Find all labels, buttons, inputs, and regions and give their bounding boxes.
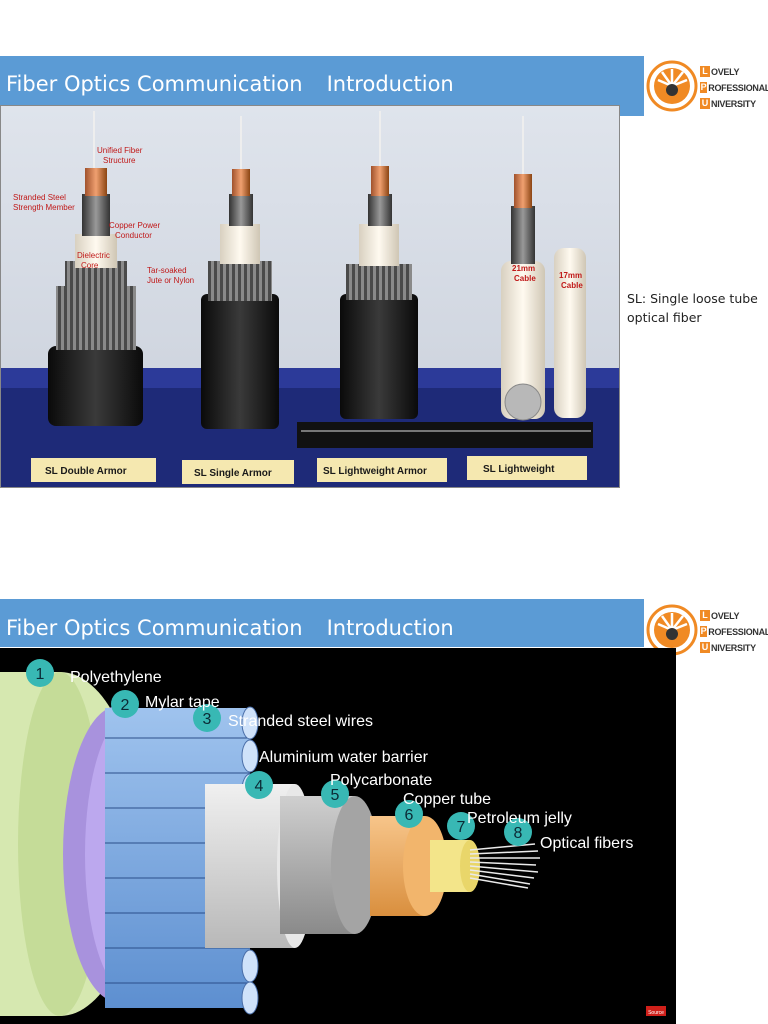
annotation-text: Structure [103,156,136,165]
annotation-text: Unified Fiber [97,146,143,155]
logo-letter: P [700,626,708,637]
logo-word: OVELY [711,66,740,77]
title-section: Introduction [326,616,454,640]
annotation-text: Core [81,261,99,270]
layer-number: 3 [203,711,212,728]
logo-word: NIVERSITY [711,98,756,109]
sl-definition-note: SL: Single loose tube optical fiber [627,291,758,325]
logo-letter: L [700,610,710,621]
logo-letter: U [700,642,710,653]
cable-size-label: 21mm [512,264,535,273]
layer-number: 6 [405,807,414,824]
title-topic: Fiber Optics Communication [6,72,303,96]
university-seal-icon [646,60,698,112]
annotation-text: Dielectric [77,251,110,260]
layer-label: Polycarbonate [330,772,432,789]
cable-samples-illustration: Unified Fiber Structure Stranded Steel S… [1,106,619,487]
slide-cable-armor: Fiber Optics Communication Introduction L… [0,56,768,488]
annotation-text: Jute or Nylon [147,276,194,285]
cable-size-label: 17mm [559,271,582,280]
layer-number: 4 [255,778,264,795]
base-label: SL Lightweight Armor [323,466,427,477]
cable-size-label: Cable [514,274,536,283]
annotation-text: Strength Member [13,203,75,212]
layer-label: Copper tube [403,791,491,808]
layer-label: Stranded steel wires [228,713,373,730]
cable-samples-photo: Unified Fiber Structure Stranded Steel S… [0,105,620,488]
base-label: SL Lightweight [483,464,555,475]
university-seal-icon [646,604,698,656]
annotation-text: Stranded Steel [13,193,66,202]
layer-number: 2 [121,697,130,714]
layer-number: 7 [457,819,466,836]
title-section: Introduction [326,72,454,96]
layer-label: Optical fibers [540,835,633,852]
logo-word: OVELY [711,610,740,621]
layer-number: 5 [331,787,340,804]
logo-letter: U [700,98,710,109]
logo-letter: P [700,82,708,93]
annotation-text: Tar-soaked [147,266,187,275]
layer-number: 8 [514,825,523,842]
annotation-text: Conductor [115,231,152,240]
source-badge: Source [648,1010,664,1016]
slide-cable-layers: Fiber Optics Communication Introduction L… [0,512,768,1024]
cable-cross-section-diagram: 1 2 3 4 5 6 7 8 Polyethylene Mylar tape [0,648,676,1024]
cable-layers-illustration: 1 2 3 4 5 6 7 8 Polyethylene Mylar tape [0,648,676,1024]
annotation-text: Copper Power [109,221,160,230]
layer-label: Polyethylene [70,669,162,686]
slide-title-bar: Fiber Optics Communication Introduction [0,599,644,647]
logo-word: ROFESSIONAL [708,82,768,93]
title-topic: Fiber Optics Communication [6,616,303,640]
logo-letter: L [700,66,710,77]
layer-label: Petroleum jelly [467,810,572,827]
layer-label: Aluminium water barrier [259,749,429,766]
logo-word: NIVERSITY [711,642,756,653]
layer-number: 1 [36,666,45,683]
layer-label: Mylar tape [145,694,220,711]
base-label: SL Double Armor [45,466,127,477]
base-label: SL Single Armor [194,468,272,479]
cable-size-label: Cable [561,281,583,290]
logo-word: ROFESSIONAL [708,626,768,637]
